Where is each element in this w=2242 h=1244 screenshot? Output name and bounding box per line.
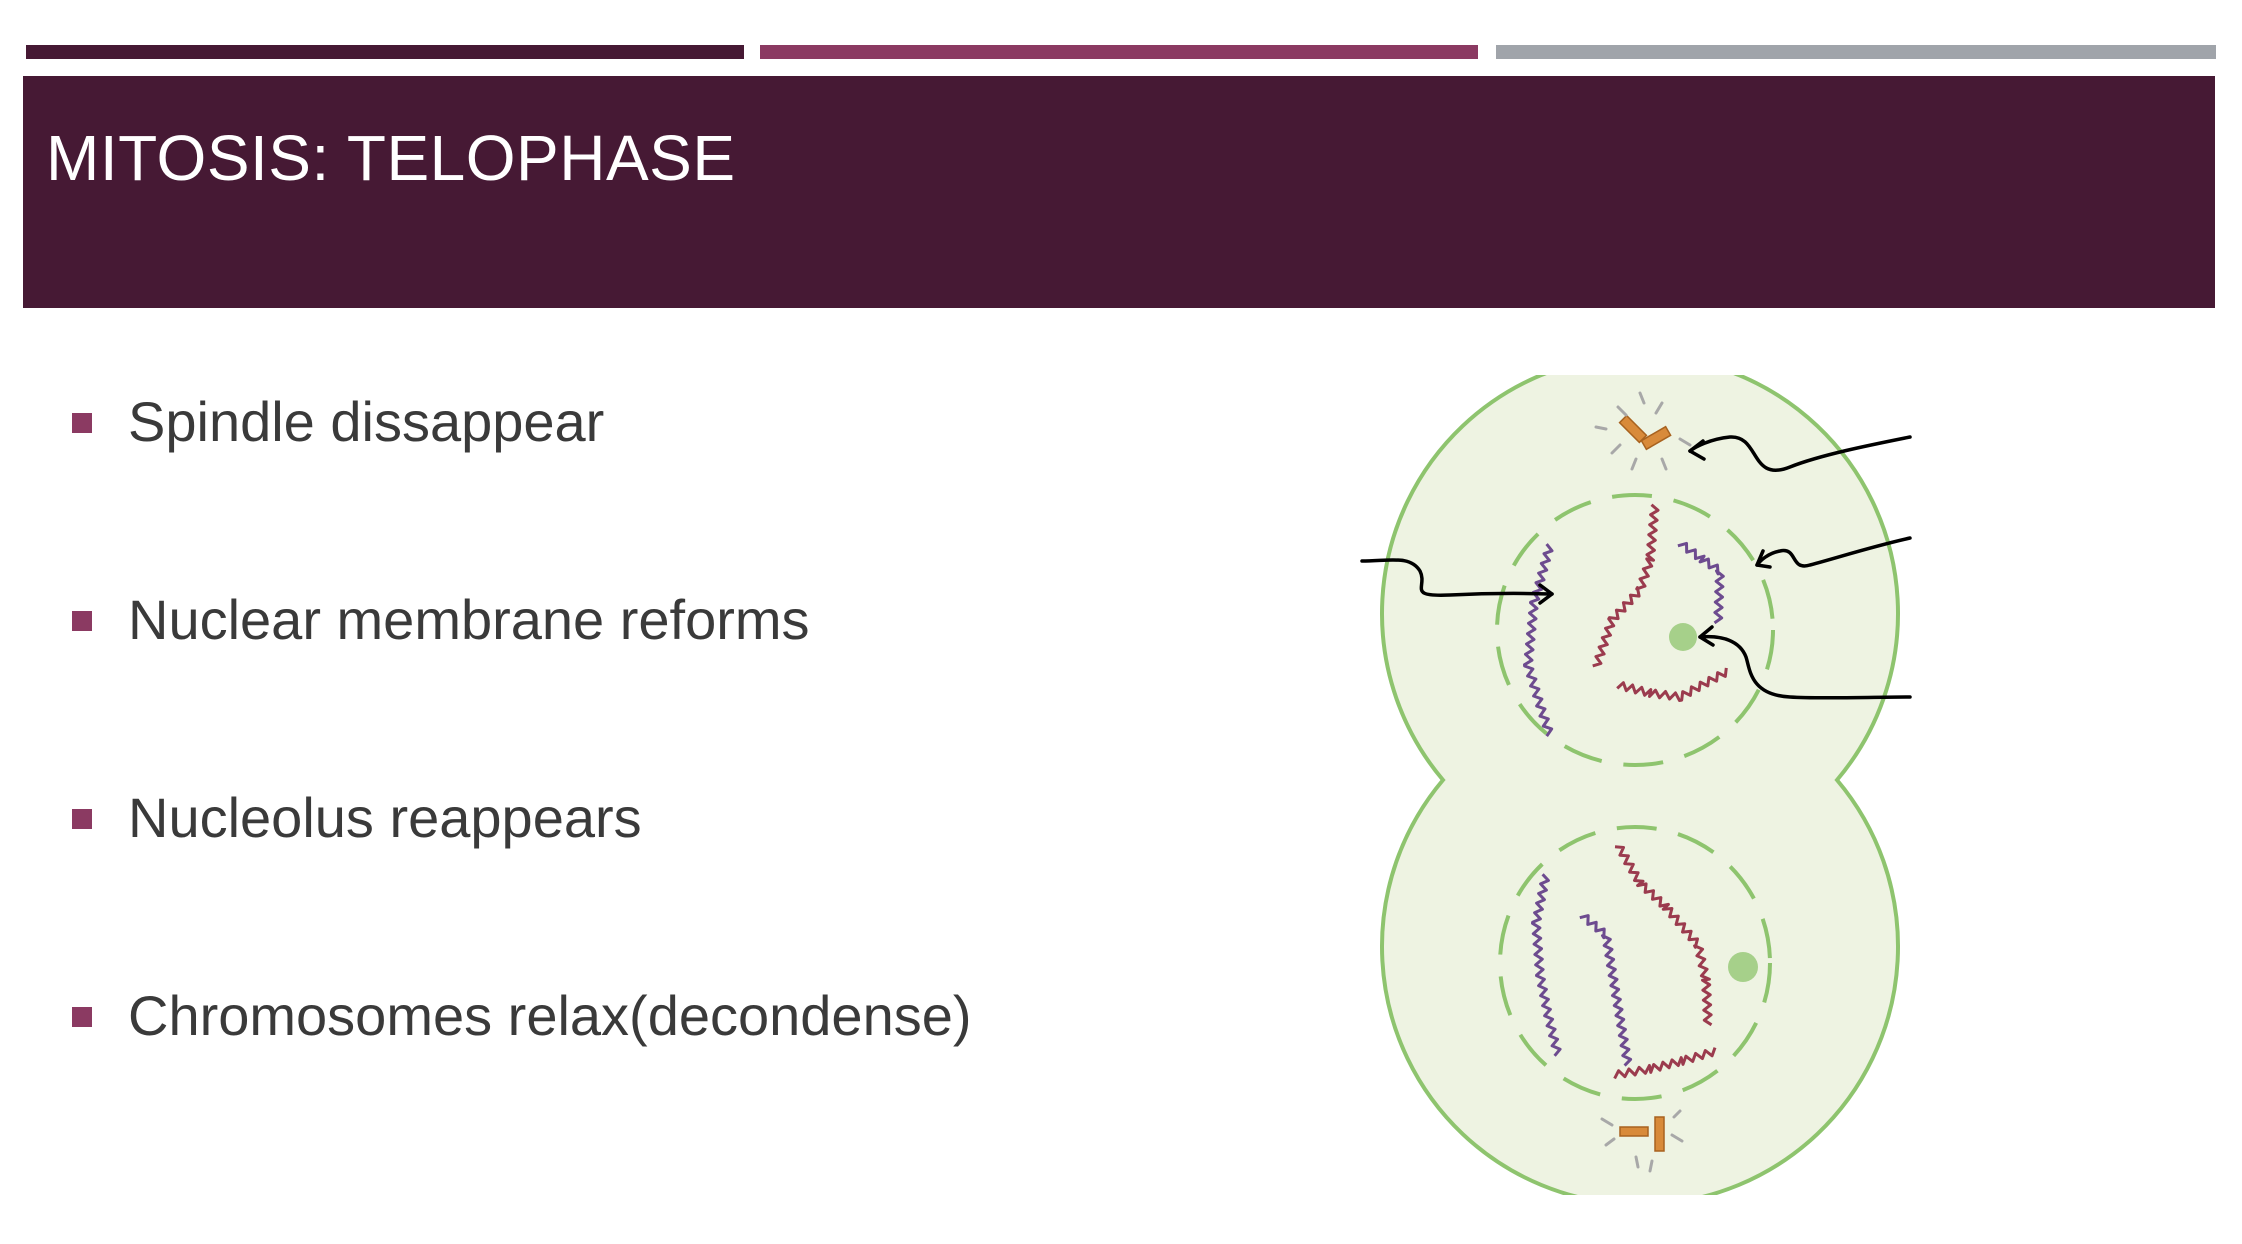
bullet-square-icon — [72, 413, 92, 433]
slide-title: MITOSIS: TELOPHASE — [46, 122, 736, 194]
nucleolus-top — [1669, 623, 1697, 651]
chromosome-strand — [1614, 845, 1713, 1027]
bullet-item: Chromosomes relax(decondense) — [72, 978, 1272, 1176]
bullet-text: Spindle dissappear — [128, 390, 605, 453]
bullet-square-icon — [72, 809, 92, 829]
bullet-square-icon — [72, 1007, 92, 1027]
bullet-text: Nucleolus reappears — [128, 786, 642, 849]
accent-bar-1 — [26, 45, 744, 59]
bullet-text: Nuclear membrane reforms — [128, 588, 810, 651]
bullet-text: Chromosomes relax(decondense) — [128, 984, 972, 1047]
arrow-spindle-head — [1688, 439, 1706, 461]
chromosome-strand — [1613, 1047, 1717, 1080]
arrow-spindle — [1688, 435, 1912, 472]
arrow-chromosome-head — [1538, 583, 1554, 605]
chromosome-strand — [1531, 873, 1562, 1057]
arrow-envelope — [1755, 536, 1912, 568]
cell-membrane — [1380, 375, 1900, 1195]
bullet-list: Spindle dissappear Nuclear membrane refo… — [72, 384, 1272, 1176]
centriole-bottom — [1600, 1109, 1684, 1173]
chromosome-strand — [1677, 541, 1725, 625]
pointer-arrows — [1360, 435, 1912, 700]
chromosome-strand — [1592, 503, 1660, 668]
chromosome-strand — [1616, 667, 1728, 702]
chromosome-strand — [1579, 914, 1633, 1067]
bullet-item: Spindle dissappear — [72, 384, 1272, 582]
bullet-item: Nuclear membrane reforms — [72, 582, 1272, 780]
arrow-nucleolus — [1698, 634, 1912, 700]
arrow-chromosome — [1360, 558, 1554, 597]
nuclear-envelope-bottom — [1498, 825, 1772, 1101]
chromosome-strand — [1523, 543, 1554, 737]
arrow-envelope-head — [1755, 549, 1772, 569]
accent-bar-2 — [760, 45, 1478, 59]
title-band — [23, 76, 2215, 308]
bullet-square-icon — [72, 611, 92, 631]
accent-bar-3 — [1496, 45, 2216, 59]
bullet-item: Nucleolus reappears — [72, 780, 1272, 978]
telophase-cell-diagram — [1360, 375, 1912, 1195]
arrow-nucleolus-head — [1698, 625, 1715, 647]
nucleolus-bottom — [1728, 952, 1758, 982]
chromosomes — [1523, 503, 1728, 1080]
centriole-top — [1594, 391, 1692, 471]
nuclear-envelope-top — [1495, 493, 1775, 767]
